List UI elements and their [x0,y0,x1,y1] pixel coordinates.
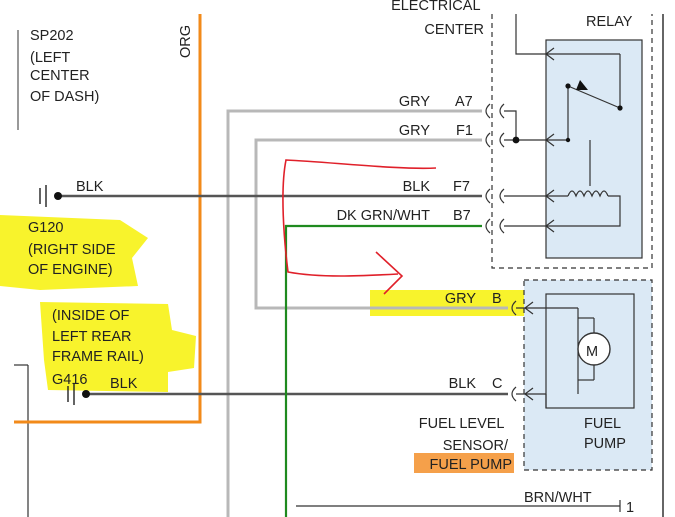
relay-box [545,39,643,259]
org-label: ORG [178,25,194,58]
relay-contact-a [565,83,571,89]
brn-wht-label: BRN/WHT [524,490,592,506]
pin-b7-label: B7 [453,208,471,224]
g120-label: G120 (RIGHT SIDE OF ENGINE) [28,220,120,278]
highlight-g416 [40,302,196,392]
connector-pins-elec [485,103,505,234]
highlight-g120 [0,215,148,290]
relay-label: RELAY [586,14,633,30]
relay-contact-b [617,105,623,111]
pin-b-label: B [492,291,502,307]
elec-center-internal [504,14,546,227]
gry-f1-label: GRY [399,123,430,139]
org-wire [14,14,202,424]
gry-a7-wire [226,109,482,517]
pin-f1-label: F1 [456,123,473,139]
connector-pins-pump [511,300,578,402]
dk-grn-wht-wire [284,224,482,517]
pin-f7-label: F7 [453,179,470,195]
ground-dot-g120 [54,192,62,200]
ground-symbol-g120 [39,185,47,207]
gry-a7-label: GRY [399,94,430,110]
elec-center-label: ELECTRICAL CENTER [391,0,484,38]
motor-label: M [586,344,598,360]
pin-a7-label: A7 [455,94,473,110]
fuel-pump-motor [545,308,595,408]
gry-b-label: GRY [445,291,476,307]
electrical-center-box [491,14,653,269]
red-annotation-arrow [375,251,404,295]
ground-dot-g416 [82,390,90,398]
red-annotation-loop [282,159,437,277]
blk-g416-label: BLK [110,376,138,392]
fuel-level-label: FUEL LEVEL SENSOR/ [419,416,509,454]
relay-switch [546,53,621,141]
fuel-pump-box-label: FUEL PUMP [584,416,626,452]
blk-ground-label: BLK [76,179,104,195]
junction-dot [512,136,520,144]
highlight-fuel-pump-sensor-label [414,453,514,473]
g416-note-label: (INSIDE OF LEFT REAR FRAME RAIL) [52,308,144,365]
relay-contact-c [565,137,571,143]
relay-coil [546,140,621,227]
pin-c-label: C [492,376,502,392]
blk-c-label: BLK [449,376,477,392]
g416-label: G416 [52,372,87,388]
dkgrn-b7-label: DK GRN/WHT [337,208,431,224]
pin-1-label: 1 [626,500,634,516]
gry-f1-wire [254,138,508,310]
fuel-pump-sensor-label: FUEL PUMP [430,457,512,473]
sp202-label: SP202 (LEFT CENTER OF DASH) [30,28,99,105]
motor-circle [577,332,611,366]
blk-f7-label: BLK [403,179,431,195]
ground-symbol-g416 [67,383,75,405]
